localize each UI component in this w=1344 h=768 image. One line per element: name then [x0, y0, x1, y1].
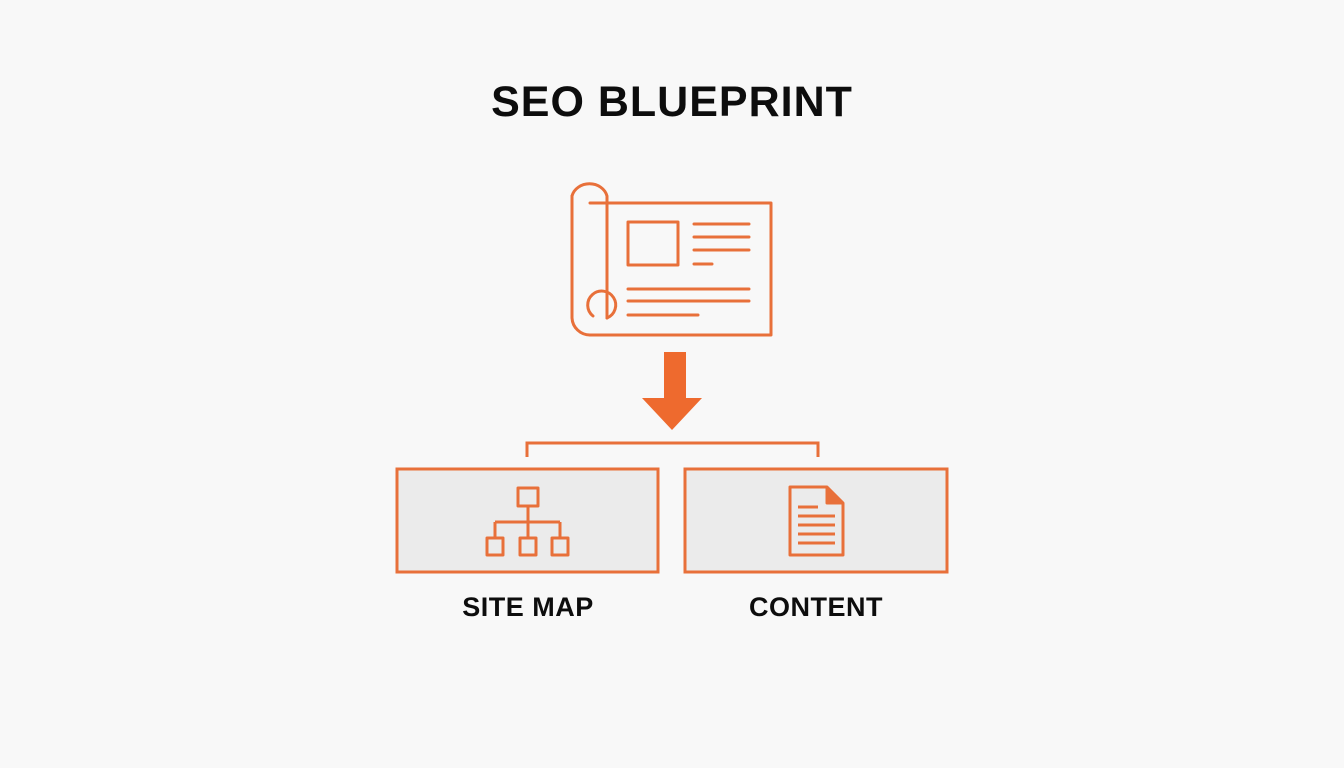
down-arrow-icon: [642, 352, 702, 430]
connector-bracket: [525, 441, 820, 457]
site-map-label: SITE MAP: [462, 592, 594, 622]
sitemap-hierarchy-icon: [485, 486, 570, 557]
blueprint-scroll-icon: [570, 182, 773, 337]
diagram-title: SEO BLUEPRINT: [491, 78, 853, 126]
document-icon: [788, 485, 845, 557]
content-box: [683, 467, 949, 574]
content-label: CONTENT: [749, 592, 883, 622]
